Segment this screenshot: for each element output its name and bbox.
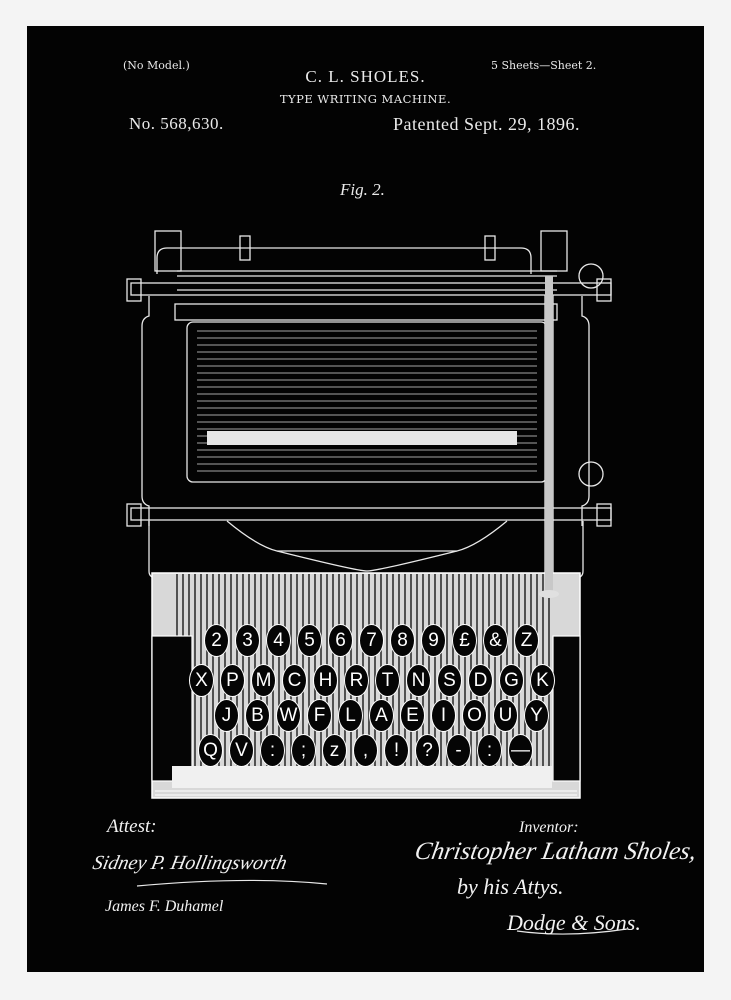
key-9: 9 [421,624,446,657]
key-j: J [214,699,239,732]
key-m: M [251,664,276,697]
key-v: V [229,734,254,767]
key-ampersand: & [483,624,508,657]
key-x: X [189,664,214,697]
key-2: 2 [204,624,229,657]
key-6: 6 [328,624,353,657]
key-q: Q [198,734,223,767]
key-pound: £ [452,624,477,657]
key-comma: , [353,734,378,767]
key-u: U [493,699,518,732]
patent-title: TYPE WRITING MACHINE. [279,92,452,106]
by-attorneys: by his Attys. [457,874,564,899]
witness-signature-1: Sidney P. Hollingsworth [90,852,289,874]
figure-label: Fig. 2. [340,180,385,199]
key-n: N [406,664,431,697]
key-dash: — [508,734,533,767]
key-question: ? [415,734,440,767]
key-colon-2: : [477,734,502,767]
key-h: H [313,664,338,697]
key-7: 7 [359,624,384,657]
inventor-heading: C. L. SHOLES. [305,67,426,86]
witness-signature-2: James F. Duhamel [105,898,224,915]
key-a: A [369,699,394,732]
key-o: O [462,699,487,732]
key-s: S [437,664,462,697]
key-exclaim: ! [384,734,409,767]
key-t: T [375,664,400,697]
inventor-label: Inventor: [519,819,579,836]
key-p: P [220,664,245,697]
key-z: Z [514,624,539,657]
key-hyphen: - [446,734,471,767]
key-4: 4 [266,624,291,657]
patent-date: Patented Sept. 29, 1896. [393,114,580,134]
attest-label: Attest: [107,816,157,837]
key-r: R [344,664,369,697]
key-g: G [499,664,524,697]
key-y: Y [524,699,549,732]
key-3: 3 [235,624,260,657]
patent-number: No. 568,630. [129,114,224,133]
key-e: E [400,699,425,732]
key-i: I [431,699,456,732]
key-semicolon: ; [291,734,316,767]
key-colon: : [260,734,285,767]
key-f: F [307,699,332,732]
key-5: 5 [297,624,322,657]
sheet-count: 5 Sheets—Sheet 2. [491,59,597,72]
attorney-signature: Dodge & Sons. [507,910,641,935]
patent-poster: (No Model.) 5 Sheets—Sheet 2. C. L. SHOL… [27,26,704,972]
key-blank: z [322,734,347,767]
key-w: W [276,699,301,732]
key-8: 8 [390,624,415,657]
key-c: C [282,664,307,697]
key-k: K [530,664,555,697]
key-d: D [468,664,493,697]
key-b: B [245,699,270,732]
key-l: L [338,699,363,732]
inventor-signature: Christopher Latham Sholes, [412,838,699,865]
no-model-label: (No Model.) [123,59,190,72]
